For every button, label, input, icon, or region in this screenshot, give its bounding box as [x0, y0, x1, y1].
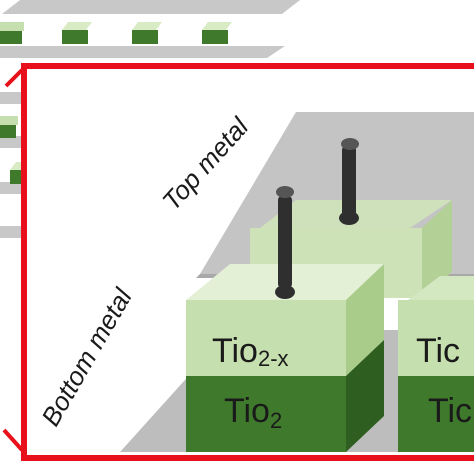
zoom-connector-line [4, 68, 24, 88]
crossbar-cell [0, 116, 18, 138]
front-block-side-dark [346, 340, 384, 452]
crossbar-cell [132, 22, 162, 44]
crossbar-bar [0, 46, 285, 58]
tio2-label-main: Tio [224, 392, 270, 430]
front-block-side-light [346, 264, 384, 376]
crossbar-bar [2, 0, 300, 14]
zoomed-device: Top metal Bottom metal Tio2-x Tio2 Tic T… [35, 111, 474, 452]
highlight-frame [21, 63, 474, 461]
tio2-label-sub: 2 [270, 408, 282, 433]
tio2-x-label-main: Tio [212, 332, 258, 370]
right-block-bottom-label: Tic [428, 392, 472, 430]
tio2-layer [186, 376, 346, 452]
crossbar-cell [202, 22, 232, 44]
crossbar-cell [62, 22, 92, 44]
crossbar-cell [0, 22, 24, 44]
right-oxide-block [398, 276, 474, 452]
right-block-top-label: Tic [416, 332, 460, 370]
tio2-label: Tio2 [224, 392, 282, 433]
front-oxide-block [186, 264, 384, 452]
conductive-filament [275, 186, 295, 299]
tio2-x-label-sub: 2-x [258, 346, 289, 371]
tio2-x-layer [186, 300, 346, 376]
tio2-x-label: Tio2-x [212, 332, 289, 371]
conductive-filament [339, 138, 359, 225]
zoom-connector-line [2, 428, 24, 452]
